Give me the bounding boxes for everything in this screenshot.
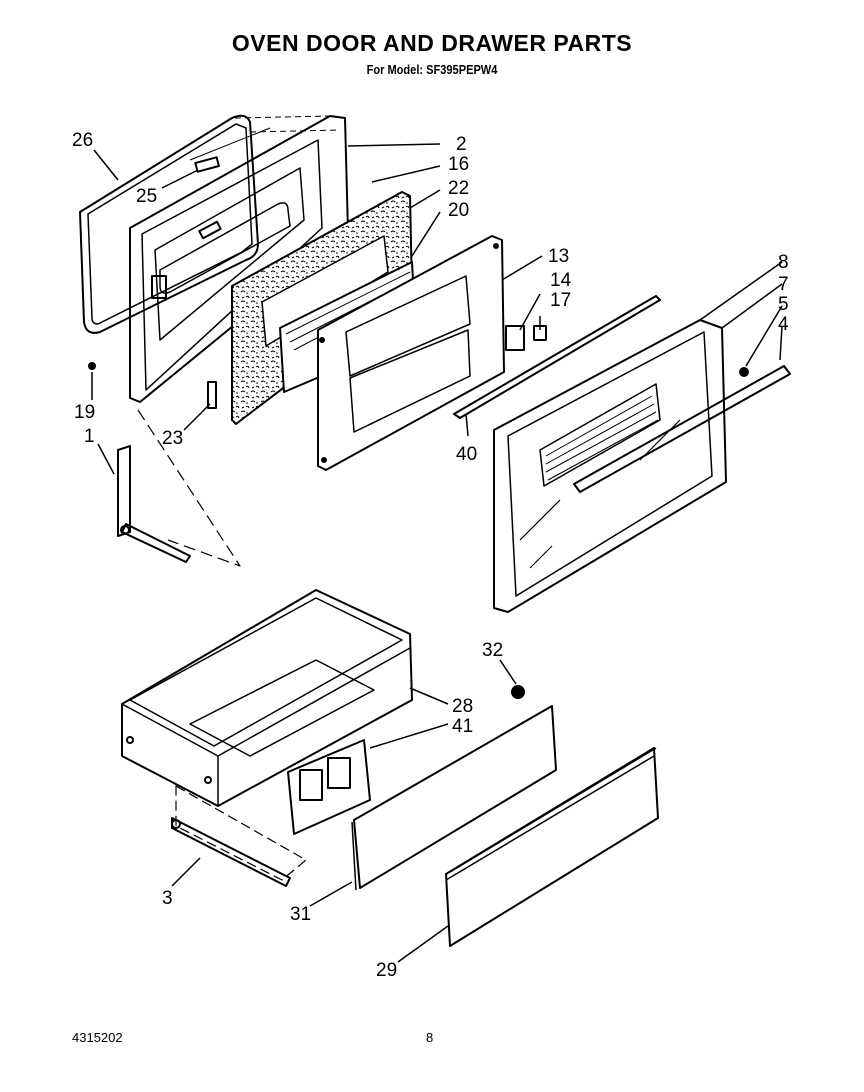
part-2-inner-door-frame	[129, 115, 349, 403]
part-41-bracket	[287, 739, 371, 835]
callout-41: 41	[452, 716, 473, 737]
document-number: 4315202	[72, 1030, 123, 1045]
part-13-door-liner	[317, 235, 505, 471]
part-23-clip	[207, 381, 217, 409]
callout-4: 4	[778, 314, 789, 335]
callout-40: 40	[456, 444, 477, 465]
part-5-cap	[739, 367, 749, 377]
callout-29: 29	[376, 960, 397, 981]
part-19-screw	[88, 362, 96, 370]
leader-lines	[91, 143, 783, 963]
part-1-door-hinge	[117, 445, 191, 563]
callout-1: 1	[84, 426, 95, 447]
page-title: OVEN DOOR AND DRAWER PARTS	[231, 30, 633, 56]
callout-32: 32	[482, 640, 503, 661]
callout-19: 19	[74, 402, 95, 423]
part-4-door-handle	[573, 365, 791, 493]
callout-31: 31	[290, 904, 311, 925]
callout-13: 13	[548, 246, 569, 267]
assembly-line	[137, 409, 241, 567]
part-25-clip	[194, 156, 220, 173]
part-3-drawer-rail	[171, 785, 307, 887]
callout-20: 20	[448, 200, 469, 221]
page-number: 8	[426, 1030, 434, 1045]
callout-3: 3	[162, 888, 173, 909]
callout-8: 8	[778, 252, 789, 273]
callout-2: 2	[456, 134, 467, 155]
part-32-bumper	[511, 685, 525, 699]
part-29-drawer-front	[445, 747, 659, 947]
callout-26: 26	[72, 130, 93, 151]
part-31-drawer-panel	[351, 705, 557, 891]
callout-28: 28	[452, 696, 473, 717]
callout-5: 5	[778, 294, 789, 315]
callout-14: 14	[550, 270, 572, 291]
part-7-outer-door	[493, 319, 727, 613]
callout-22: 22	[448, 178, 469, 199]
callout-16: 16	[448, 154, 469, 175]
callout-labels: 26 25 2 16 22 20 13 14 17 8 7 5 4 19 23 …	[72, 130, 789, 981]
part-28-drawer	[121, 589, 413, 807]
model-subtitle: For Model: SF395PEPW4	[366, 62, 498, 77]
callout-25: 25	[136, 186, 157, 207]
part-40-door-strip	[453, 295, 661, 419]
callout-17: 17	[550, 290, 571, 311]
part-26-inner-door-panel	[79, 114, 259, 334]
callout-23: 23	[162, 428, 183, 449]
part-14-hinge-receiver	[505, 325, 525, 351]
callout-7: 7	[778, 274, 789, 295]
